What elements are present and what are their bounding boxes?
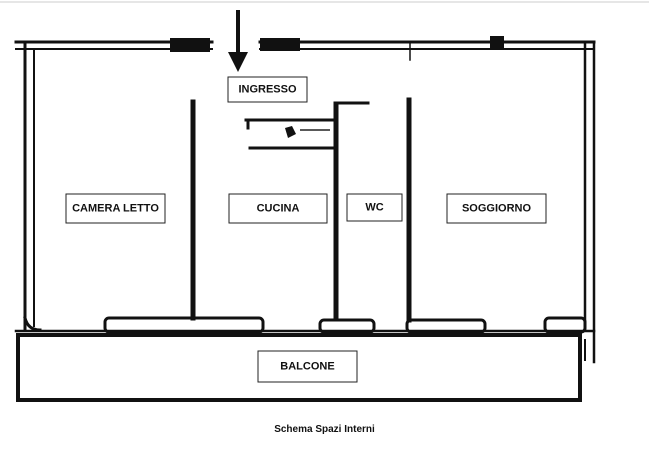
corner-left: [23, 316, 42, 332]
window-bump-3: [405, 318, 487, 334]
top-wall-left-block: [170, 38, 210, 52]
interior-walls: [190, 97, 412, 323]
room-name-cucina: CUCINA: [257, 202, 300, 214]
balcony-railing: [16, 333, 582, 402]
down-arrow-icon: [228, 10, 248, 72]
room-label-wc: WC: [346, 193, 403, 222]
window-bump-1: [103, 316, 265, 334]
room-name-balcone: BALCONE: [280, 360, 334, 372]
top-wall-pillar: [490, 36, 504, 50]
room-label-balcone: BALCONE: [257, 350, 358, 383]
balcony-outline: [16, 333, 586, 402]
kitchen-sink-icon: [285, 126, 296, 138]
top-wall-right-block: [260, 38, 300, 51]
window-bump-4: [543, 316, 587, 334]
room-name-camera-letto: CAMERA LETTO: [72, 202, 159, 214]
exterior-walls: [14, 36, 596, 364]
room-label-camera-letto: CAMERA LETTO: [65, 193, 166, 224]
room-label-soggiorno: SOGGIORNO: [446, 193, 547, 224]
room-label-cucina: CUCINA: [228, 193, 328, 224]
room-name-ingresso: INGRESSO: [238, 83, 297, 95]
room-name-wc: WC: [365, 201, 383, 213]
room-label-ingresso: INGRESSO: [227, 76, 308, 103]
window-bump-2: [318, 318, 376, 334]
room-name-soggiorno: SOGGIORNO: [462, 202, 532, 214]
plan-caption: Schema Spazi Interni: [274, 424, 375, 435]
